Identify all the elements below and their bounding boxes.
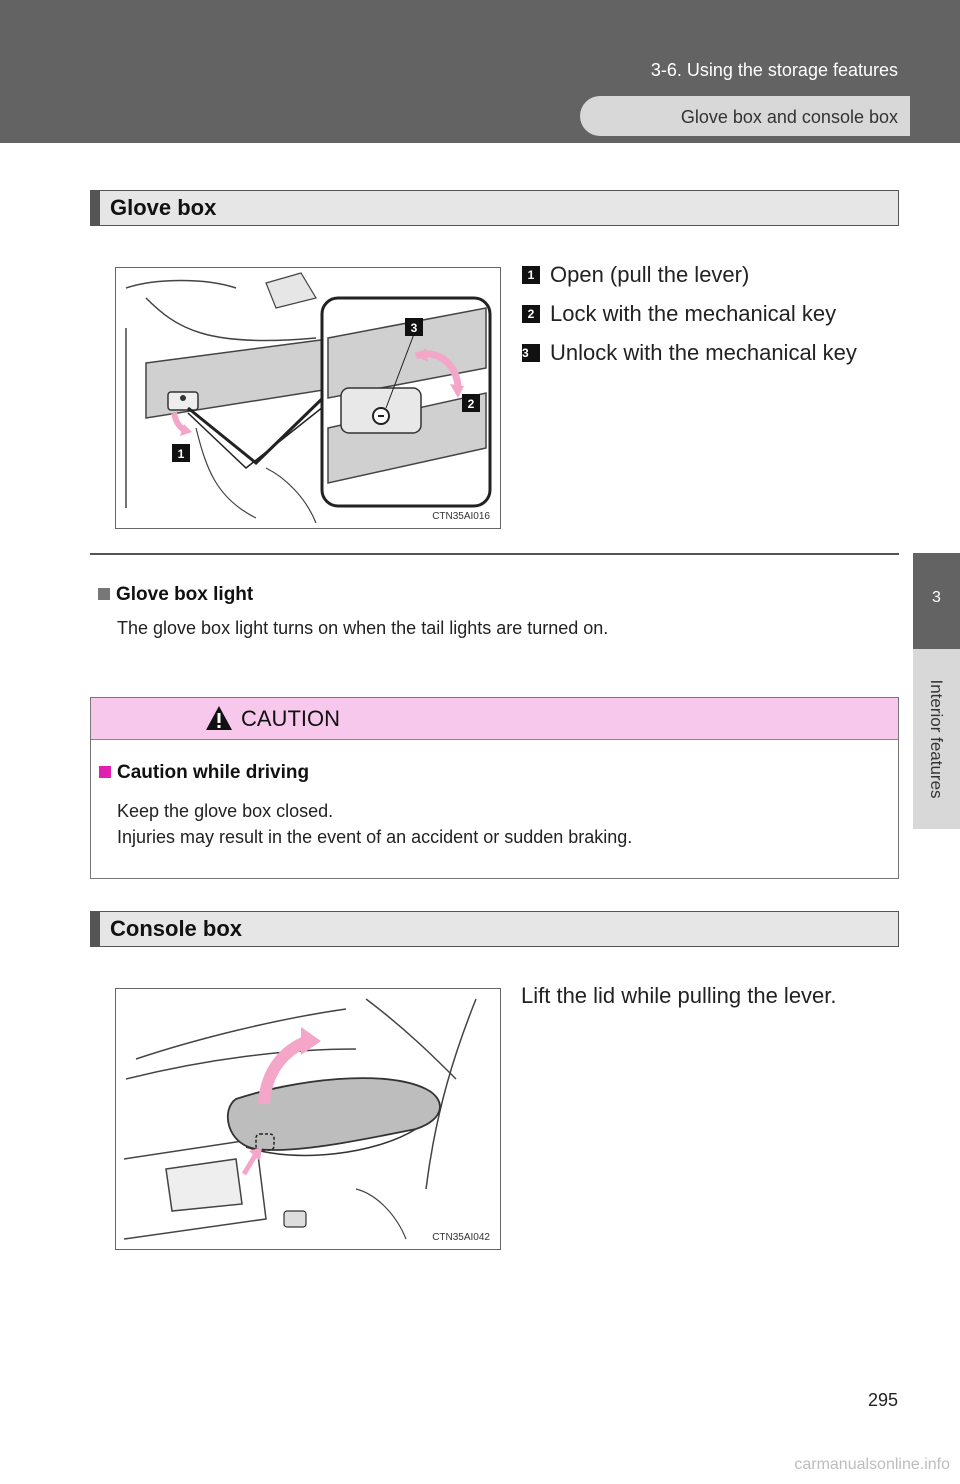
step-text: Lock with the mechanical key [550,301,837,326]
section-heading-text: Glove box [110,195,217,220]
step-item: 1 Open (pull the lever) [520,258,892,291]
watermark: carmanualsonline.info [794,1456,950,1473]
step-number-badge: 2 [522,305,540,323]
glove-box-drawing: 3 2 1 [125,272,492,524]
section-heading-text: Console box [110,916,243,941]
note-title: Glove box light [98,584,898,606]
header-band: 3-6. Using the storage features Glove bo… [0,0,960,143]
section-divider [90,553,899,555]
caution-line: Keep the glove box closed. [117,801,334,821]
caution-header: CAUTION [91,698,898,740]
note-title-text: Glove box light [116,584,254,605]
warning-triangle-icon [206,706,232,730]
glove-box-steps: 1 Open (pull the lever) 2 Lock with the … [520,258,892,375]
caution-label: CAUTION [241,706,340,731]
callout-3-label: 3 [411,321,418,335]
step-item: 3 Unlock with the mechanical key [520,336,892,369]
console-box-drawing [123,998,477,1240]
step-item: 2 Lock with the mechanical key [520,297,892,330]
console-box-illustration: CTN35AI042 [115,988,501,1250]
glove-box-illustration: 3 2 1 CTN35AI016 [115,267,501,529]
chapter-tab: Interior features [913,649,960,829]
step-text: Unlock with the mechanical key [550,340,857,365]
callout-2-label: 2 [468,397,475,411]
step-number-badge: 3 [522,344,540,362]
page-number: 295 [867,1390,898,1410]
note-body: The glove box light turns on when the ta… [117,618,609,638]
step-number-badge: 1 [522,266,540,284]
figure-code: CTN35AI042 [430,1232,492,1243]
caution-title: Caution while driving [99,762,309,784]
header-section-title: 3-6. Using the storage features [650,60,898,80]
square-bullet-icon [99,766,111,778]
caution-title-text: Caution while driving [117,762,310,783]
section-heading-glove-box: Glove box [90,190,899,226]
step-text: Open (pull the lever) [550,262,750,287]
chapter-tab-number: 3 [913,553,960,649]
caution-body: Keep the glove box closed. Injuries may … [117,798,632,850]
square-bullet-icon [98,588,110,600]
console-box-instruction: Lift the lid while pulling the lever. [521,983,837,1008]
glove-box-light-note: Glove box light The glove box light turn… [98,584,898,639]
callout-1-badge [172,444,190,462]
callout-3-badge [405,318,423,336]
chapter-tab-title: Interior features [927,679,946,799]
figure-code: CTN35AI016 [430,511,492,522]
caution-box: CAUTION Caution while driving Keep the g… [90,697,899,879]
header-subsection-title: Glove box and console box [580,96,910,136]
section-heading-console-box: Console box [90,911,899,947]
caution-line: Injuries may result in the event of an a… [117,827,633,847]
callout-2-badge [462,394,480,412]
callout-1-label: 1 [178,447,185,461]
